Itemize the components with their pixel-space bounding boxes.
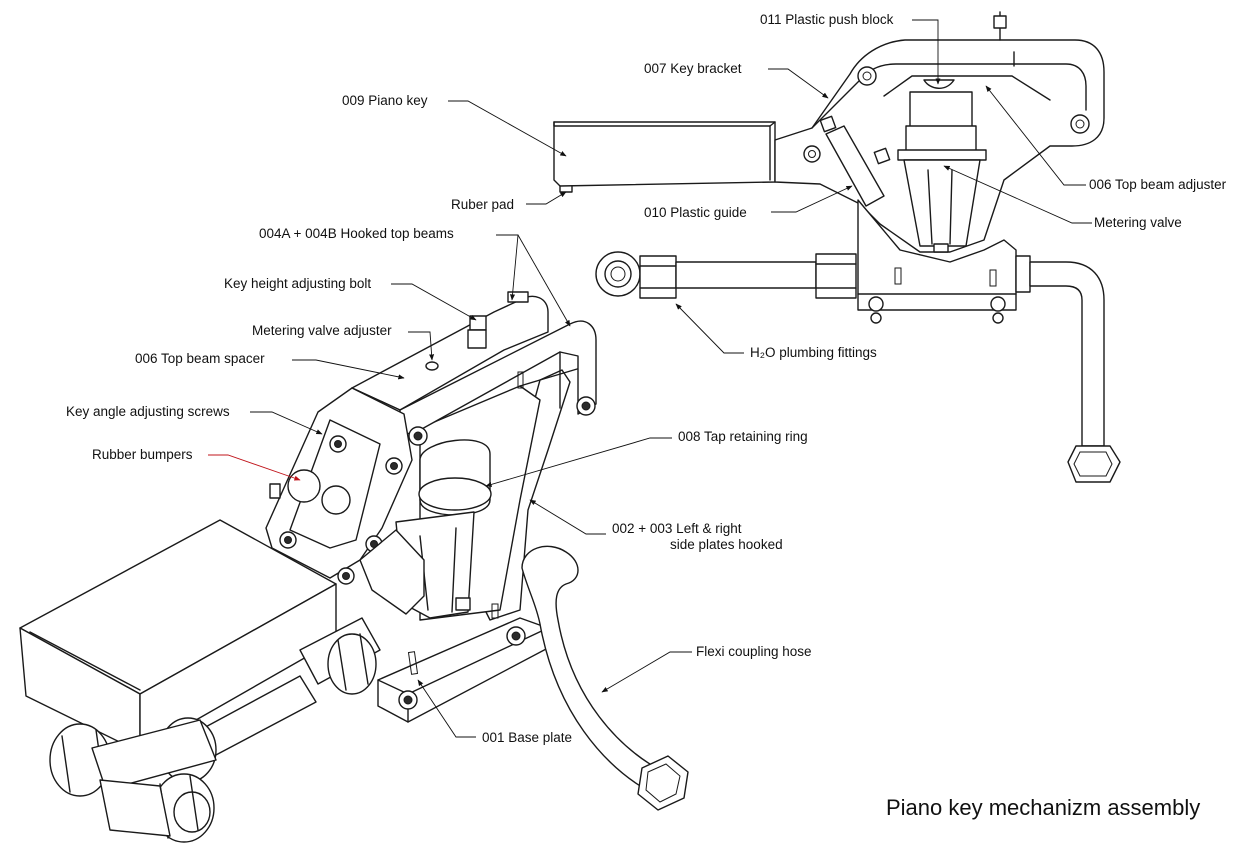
leader-push-block (912, 19, 941, 85)
leader-rubber-bumpers (208, 454, 301, 481)
leader-hooked-beams-a (496, 234, 519, 301)
metering-valve-side (897, 91, 987, 253)
leader-tap-ring (485, 437, 672, 487)
leader-side-plates (529, 499, 606, 535)
label-key-angle-screws: Key angle adjusting screws (66, 404, 230, 419)
leader-h2o-fittings (675, 303, 744, 354)
label-key-bracket: 007 Key bracket (644, 61, 742, 76)
piano-key-side (553, 121, 776, 193)
piano-key-iso (19, 519, 337, 753)
plumbing-iso (49, 617, 381, 843)
leader-metering-valve (943, 165, 1092, 224)
plastic-guide-side (819, 115, 891, 207)
side-view-assembly (553, 11, 1121, 483)
label-ruber-pad: Ruber pad (451, 197, 515, 212)
callout-leaders (208, 19, 1092, 738)
base-plate-iso (377, 617, 549, 723)
label-side-plates-line2: side plates hooked (670, 537, 783, 552)
label-plastic-guide: 010 Plastic guide (644, 205, 747, 220)
hooked-top-beams-iso (351, 291, 597, 446)
label-key-height-bolt: Key height adjusting bolt (224, 276, 372, 291)
leader-key-height-bolt (391, 283, 477, 321)
isometric-assembly (19, 291, 689, 843)
leader-hooked-beams-b (517, 234, 571, 327)
leader-plastic-guide (771, 185, 853, 213)
label-top-beam-adjuster: 006 Top beam adjuster (1089, 177, 1227, 192)
leader-key-angle-screws (250, 411, 323, 435)
label-rubber-bumpers: Rubber bumpers (92, 447, 193, 462)
plastic-guide-iso (359, 529, 425, 615)
label-tap-retaining-ring: 008 Tap retaining ring (678, 429, 808, 444)
leader-valve-adjuster (408, 331, 435, 361)
label-plastic-push-block: 011 Plastic push block (760, 12, 894, 27)
leader-base-plate (417, 679, 476, 738)
label-base-plate: 001 Base plate (482, 730, 573, 745)
leader-top-beam-spacer (292, 359, 405, 380)
leader-key-bracket (768, 68, 829, 99)
leader-ruber-pad (526, 191, 567, 205)
flexi-hose-iso (521, 545, 689, 811)
leader-flexi-hose (601, 651, 692, 693)
label-metering-valve: Metering valve (1094, 215, 1182, 230)
label-top-beam-spacer: 006 Top beam spacer (135, 351, 265, 366)
label-h2o-fittings: H₂O plumbing fittings (750, 345, 877, 360)
label-hooked-top-beams: 004A + 004B Hooked top beams (259, 226, 454, 241)
leader-top-beam-adjuster (985, 85, 1086, 186)
label-piano-key: 009 Piano key (342, 93, 428, 108)
label-metering-valve-adjuster: Metering valve adjuster (252, 323, 392, 338)
leader-piano-key (448, 100, 567, 157)
side-plate-side (857, 199, 1017, 324)
drawing-title: Piano key mechanizm assembly (886, 795, 1201, 820)
label-flexi-hose: Flexi coupling hose (696, 644, 812, 659)
plumbing-side (595, 251, 1121, 483)
label-side-plates-line1: 002 + 003 Left & right (612, 521, 742, 536)
